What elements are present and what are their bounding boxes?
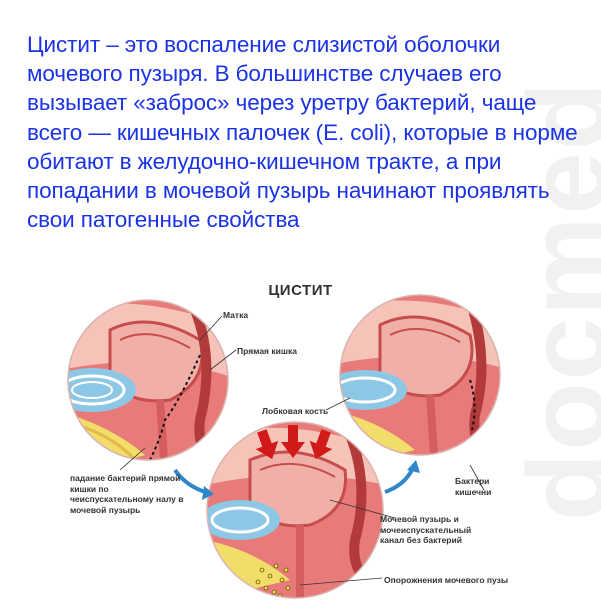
label-bladder-clean: Мочевой пузырь и мочеиспускательный кана… [380, 514, 472, 545]
red-arrows [255, 425, 333, 460]
figure-title: ЦИСТИТ [268, 282, 333, 299]
label-uterus: Матка [223, 310, 249, 320]
leader-lines [119, 315, 485, 586]
cystitis-illustration: ЦИСТИТ Матка Прямая кишка Лобковая кость… [0, 270, 601, 600]
label-rectum: Прямая кишка [237, 346, 297, 356]
label-emptying: Опорожнения мочевого пузы [384, 575, 509, 585]
label-pubic-bone: Лобковая кость [262, 406, 329, 416]
label-bacteria-entry: падание бактерий прямой кишки по чеиспус… [70, 473, 184, 515]
illustration-graphics [67, 294, 501, 599]
left-anatomy-circle [68, 300, 228, 460]
label-bacteria-right: Бактери кишечни [455, 476, 492, 497]
intro-paragraph: Цистит – это воспаление слизистой оболоч… [27, 32, 578, 233]
